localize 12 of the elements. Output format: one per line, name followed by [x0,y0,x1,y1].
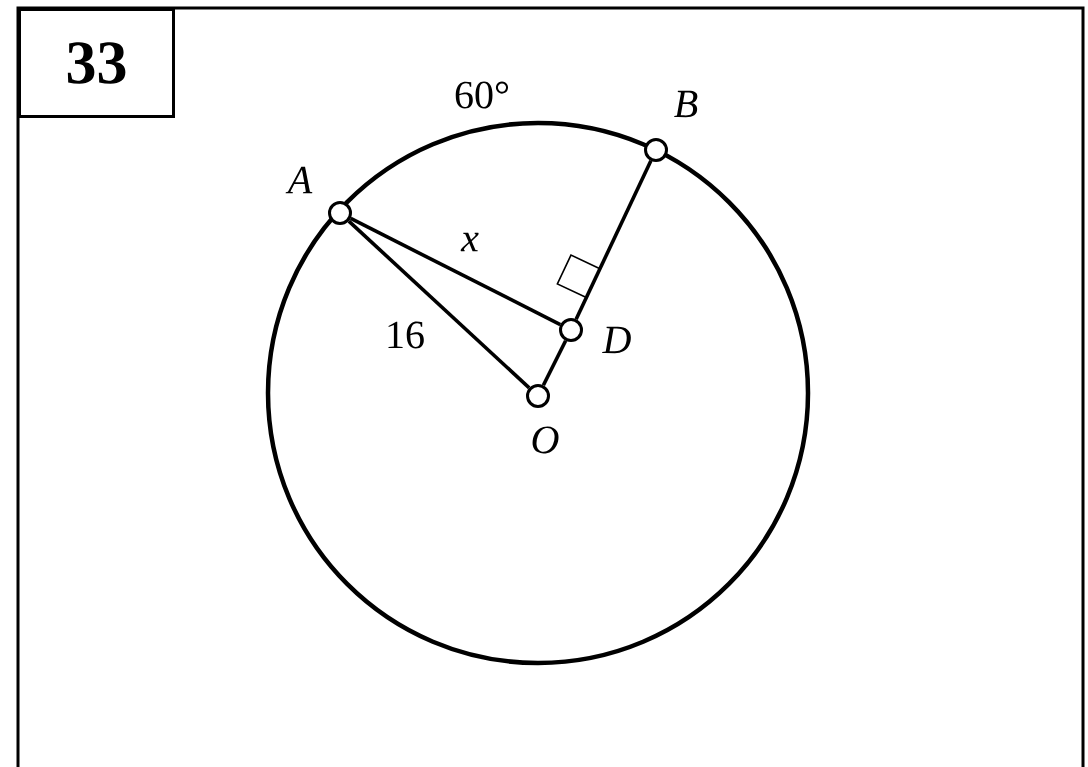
point-label: B [674,90,698,118]
number-box: 33 [18,8,175,118]
arc-label: 60° [455,81,509,109]
edge-label: 16 [384,320,426,350]
line-segment [349,216,562,327]
edge-label: x [460,231,480,253]
line-segment [347,219,531,390]
point-label: O [532,426,559,454]
point-label: D [602,326,631,354]
line-segment [541,339,568,387]
point-label: A [285,166,313,194]
line-segment [574,160,653,320]
